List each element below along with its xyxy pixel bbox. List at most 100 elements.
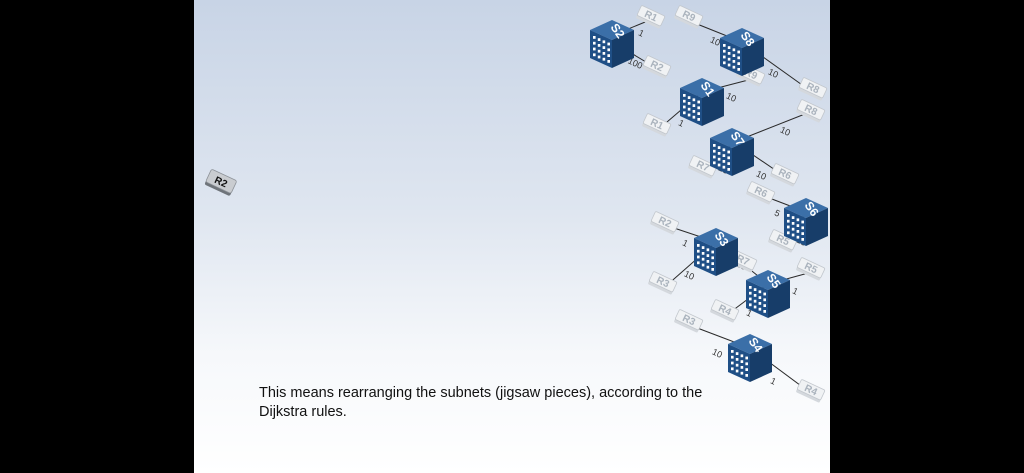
link-cost-label: 1 bbox=[637, 28, 646, 39]
switch-window bbox=[697, 112, 700, 115]
switch-window bbox=[602, 40, 606, 44]
router-r2[interactable]: R2 bbox=[642, 55, 672, 79]
switch-window bbox=[692, 115, 696, 119]
router-top bbox=[747, 181, 776, 203]
router-r5[interactable]: R5 bbox=[796, 257, 826, 281]
switch-window bbox=[732, 54, 736, 57]
router-label: R3 bbox=[655, 275, 672, 291]
switch-window bbox=[753, 299, 757, 303]
router-top bbox=[711, 299, 740, 321]
switch-window bbox=[683, 105, 686, 109]
switch-window bbox=[763, 298, 766, 302]
router-top bbox=[643, 113, 672, 135]
switch-window bbox=[745, 368, 748, 371]
switch-window bbox=[732, 60, 736, 63]
switch-right-face bbox=[742, 38, 764, 76]
links-layer: 110010101011010105101101011101 bbox=[615, 19, 813, 395]
switch-window bbox=[602, 46, 606, 49]
switch-window bbox=[723, 61, 726, 65]
caption-text: This means rearranging the subnets (jigs… bbox=[259, 385, 703, 420]
switch-s4[interactable]: S4 bbox=[728, 334, 772, 382]
router-r1[interactable]: R1 bbox=[642, 113, 672, 137]
switch-window bbox=[711, 262, 714, 265]
switch-window bbox=[758, 296, 762, 299]
router-r8[interactable]: R8 bbox=[796, 99, 826, 123]
switch-window bbox=[717, 163, 721, 167]
switch-window bbox=[706, 260, 710, 263]
switch-window bbox=[597, 44, 601, 47]
link-cost-label: 5 bbox=[773, 208, 782, 219]
switch-window bbox=[735, 363, 739, 367]
switch-right-face bbox=[806, 208, 828, 246]
switch-window bbox=[731, 350, 734, 353]
switch-s3[interactable]: S3 bbox=[694, 228, 738, 276]
router-r4[interactable]: R4 bbox=[796, 379, 826, 403]
switch-window bbox=[791, 222, 795, 225]
switch-right-face bbox=[716, 238, 738, 276]
switch-window bbox=[801, 226, 804, 230]
router-r3[interactable]: R3 bbox=[648, 271, 678, 295]
switch-s1[interactable]: S1 bbox=[680, 78, 724, 126]
switch-window bbox=[758, 290, 762, 294]
switch-window bbox=[737, 68, 740, 71]
switch-window bbox=[763, 310, 766, 313]
switch-left-face bbox=[694, 238, 716, 276]
switch-window bbox=[763, 304, 766, 307]
switch-window bbox=[607, 48, 610, 52]
switch-window bbox=[717, 152, 721, 155]
switch-s6[interactable]: S6 bbox=[784, 198, 828, 246]
switch-window bbox=[602, 52, 606, 55]
switch-s2[interactable]: S2 bbox=[590, 20, 634, 68]
link-cost-label: 10 bbox=[755, 169, 768, 182]
switch-window bbox=[787, 214, 790, 217]
router-r9[interactable]: R9 bbox=[674, 5, 704, 29]
switch-window bbox=[701, 246, 705, 249]
router-r6[interactable]: R6 bbox=[746, 181, 776, 205]
router-label: R1 bbox=[643, 9, 660, 25]
switch-window bbox=[749, 286, 752, 289]
floating-router-r2[interactable]: R2 bbox=[204, 169, 237, 196]
switch-window bbox=[740, 366, 744, 369]
link-cost-label: 10 bbox=[767, 67, 780, 80]
switch-window bbox=[727, 57, 731, 61]
floating-router-label: R2 bbox=[213, 175, 230, 191]
router-label: R9 bbox=[681, 9, 698, 25]
switch-window bbox=[701, 263, 705, 267]
router-r3[interactable]: R3 bbox=[674, 309, 704, 333]
switch-s5[interactable]: S5 bbox=[746, 270, 790, 318]
router-r2[interactable]: R2 bbox=[650, 211, 680, 235]
switch-left-face bbox=[720, 38, 742, 76]
router-r7[interactable]: R7 bbox=[688, 155, 718, 179]
router-r1[interactable]: R1 bbox=[636, 5, 666, 29]
switch-window bbox=[687, 113, 691, 117]
switch-window bbox=[687, 107, 691, 111]
switch-window bbox=[697, 100, 700, 104]
router-label: R7 bbox=[735, 253, 752, 269]
switch-window bbox=[787, 219, 790, 223]
switch-window bbox=[731, 355, 734, 359]
switch-s7[interactable]: S7 bbox=[710, 128, 754, 176]
router-label: R1 bbox=[649, 117, 666, 133]
switch-window bbox=[697, 261, 700, 265]
switch-window bbox=[801, 232, 804, 235]
switch-window bbox=[735, 358, 739, 361]
router-r4[interactable]: R4 bbox=[710, 299, 740, 323]
switch-left-face bbox=[710, 138, 732, 176]
switch-window bbox=[753, 288, 757, 291]
router-top bbox=[643, 55, 672, 77]
link-cost-label: 10 bbox=[779, 125, 792, 138]
switch-window bbox=[692, 104, 696, 107]
router-r6[interactable]: R6 bbox=[770, 163, 800, 187]
router-top bbox=[649, 271, 678, 293]
router-top bbox=[799, 77, 828, 99]
router-r8[interactable]: R8 bbox=[798, 77, 828, 101]
switch-window bbox=[727, 46, 731, 49]
switch-window bbox=[602, 57, 606, 61]
switch-window bbox=[713, 155, 716, 159]
switch-s8[interactable]: S8 bbox=[720, 28, 764, 76]
switch-window bbox=[607, 42, 610, 46]
switch-window bbox=[683, 99, 686, 103]
switch-left-face bbox=[590, 30, 612, 68]
switch-window bbox=[713, 144, 716, 147]
